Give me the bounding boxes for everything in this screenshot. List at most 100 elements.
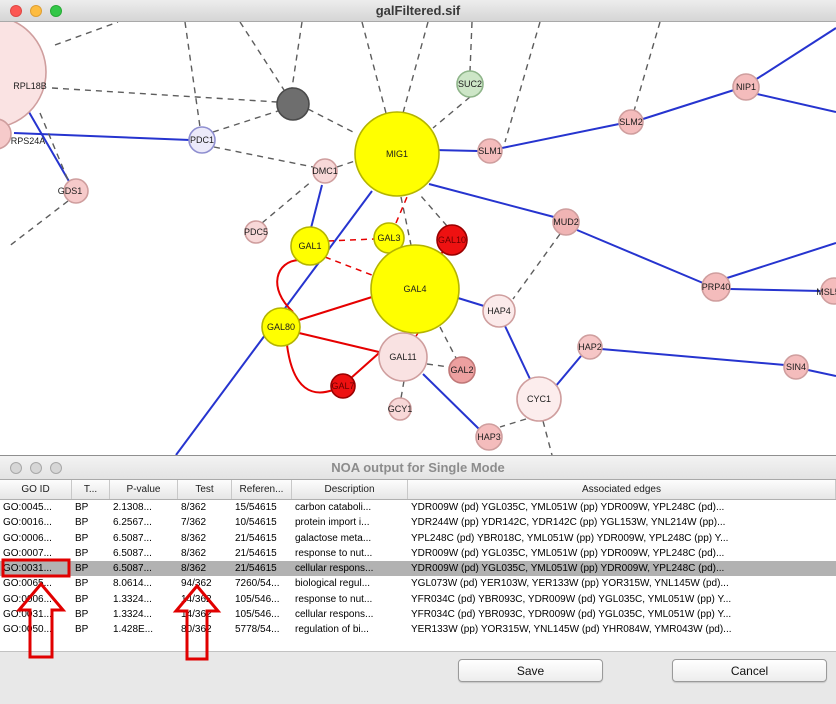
graph-edge[interactable] (184, 22, 201, 128)
graph-node-gal80[interactable] (261, 307, 301, 347)
graph-edge[interactable] (239, 22, 285, 91)
minimize-button[interactable] (30, 4, 42, 17)
graph-edge[interactable] (395, 196, 408, 224)
graph-edge[interactable] (336, 159, 359, 168)
graph-node-gal2[interactable] (448, 356, 476, 384)
graph-node-gal7[interactable] (330, 373, 356, 399)
graph-node-gal1[interactable] (290, 226, 330, 266)
graph-edge[interactable] (439, 326, 457, 359)
graph-node-msl5[interactable] (820, 277, 836, 305)
graph-edge[interactable] (729, 288, 822, 292)
graph-node-gds1[interactable] (63, 178, 89, 204)
graph-node-pdc5[interactable] (244, 220, 268, 244)
graph-node-pdc1[interactable] (188, 126, 216, 154)
graph-node-hap2[interactable] (577, 334, 603, 360)
graph-node-gal10[interactable] (436, 224, 468, 256)
column-header-6[interactable]: Associated edges (408, 480, 836, 499)
graph-edge[interactable] (642, 89, 735, 120)
noa-window-titlebar[interactable]: NOA output for Single Mode (0, 456, 836, 480)
graph-edge[interactable] (213, 146, 314, 168)
graph-edge[interactable] (504, 22, 541, 143)
graph-edge[interactable] (754, 27, 836, 81)
graph-edge[interactable] (54, 22, 119, 46)
graph-edge[interactable] (212, 110, 279, 133)
graph-node-slm1[interactable] (477, 138, 503, 164)
graph-edge[interactable] (298, 296, 373, 321)
graph-node-hap4[interactable] (482, 294, 516, 328)
graph-edge[interactable] (542, 420, 553, 455)
graph-edge[interactable] (726, 242, 836, 279)
graph-edge[interactable] (428, 183, 555, 218)
column-header-0[interactable]: GO ID (0, 480, 72, 499)
graph-edge[interactable] (361, 22, 387, 114)
graph-edge[interactable] (324, 256, 378, 278)
graph-node-prp40[interactable] (701, 272, 731, 302)
graph-edge[interactable] (402, 22, 429, 114)
graph-node-mig1[interactable] (354, 111, 440, 197)
graph-edge[interactable] (291, 22, 303, 89)
graph-edge[interactable] (600, 348, 786, 366)
graph-edge[interactable] (307, 108, 358, 135)
graph-node-suc2[interactable] (456, 70, 484, 98)
zoom-button[interactable] (50, 4, 62, 17)
graph-edge[interactable] (756, 93, 836, 113)
graph-node-hap3[interactable] (475, 423, 503, 451)
cancel-button[interactable]: Cancel (672, 659, 827, 682)
graph-node-sin4[interactable] (783, 354, 809, 380)
graph-edge[interactable] (310, 184, 323, 229)
graph-edge[interactable] (286, 344, 334, 394)
column-header-1[interactable]: T... (72, 480, 110, 499)
column-header-3[interactable]: Test (178, 480, 232, 499)
graph-edge[interactable] (512, 233, 561, 300)
graph-node-gal4[interactable] (370, 244, 460, 334)
close-button[interactable] (10, 461, 22, 474)
graph-edge[interactable] (327, 238, 375, 242)
graph-edge[interactable] (499, 418, 527, 428)
graph-node-unlabeled[interactable] (276, 87, 310, 121)
graph-node-gal11[interactable] (378, 332, 428, 382)
graph-edge[interactable] (432, 96, 471, 129)
graph-node-mud2[interactable] (552, 208, 580, 236)
column-header-5[interactable]: Description (292, 480, 408, 499)
column-header-4[interactable]: Referen... (232, 480, 292, 499)
graph-node-gcy1[interactable] (388, 397, 412, 421)
graph-node-slm2[interactable] (618, 109, 644, 135)
graph-edge[interactable] (422, 373, 480, 430)
graph-node-cyc1[interactable] (516, 376, 562, 422)
graph-node-nip1[interactable] (732, 73, 760, 101)
graph-edge[interactable] (554, 355, 582, 388)
graph-edge[interactable] (400, 380, 405, 399)
graph-edge[interactable] (276, 259, 300, 313)
column-header-2[interactable]: P-value (110, 480, 178, 499)
graph-edge[interactable] (576, 229, 704, 284)
zoom-button[interactable] (50, 461, 62, 474)
graph-edge[interactable] (457, 297, 485, 307)
minimize-button[interactable] (30, 461, 42, 474)
graph-edge[interactable] (7, 200, 69, 248)
graph-node-rps24a[interactable] (0, 118, 12, 150)
graph-edge[interactable] (39, 112, 69, 181)
graph-node-dmc1[interactable] (312, 158, 338, 184)
save-button[interactable]: Save (458, 659, 603, 682)
network-canvas[interactable]: RPL18BRPS24AGDS1PDC1DMC1MIG1SUC2SLM1SLM2… (0, 22, 836, 455)
graph-edge[interactable] (504, 325, 531, 380)
graph-edge[interactable] (501, 123, 620, 149)
graph-edge[interactable] (807, 369, 836, 377)
graph-edge[interactable] (261, 180, 313, 224)
graph-edge[interactable] (400, 196, 412, 246)
graph-edge[interactable] (51, 87, 278, 103)
graph-edge[interactable] (469, 22, 473, 72)
close-button[interactable] (10, 4, 22, 17)
graph-edge[interactable] (13, 132, 191, 141)
graph-edge[interactable] (633, 22, 661, 112)
graph-node-rpl18b[interactable] (0, 22, 47, 128)
graph-window-titlebar[interactable]: galFiltered.sif (0, 0, 836, 22)
